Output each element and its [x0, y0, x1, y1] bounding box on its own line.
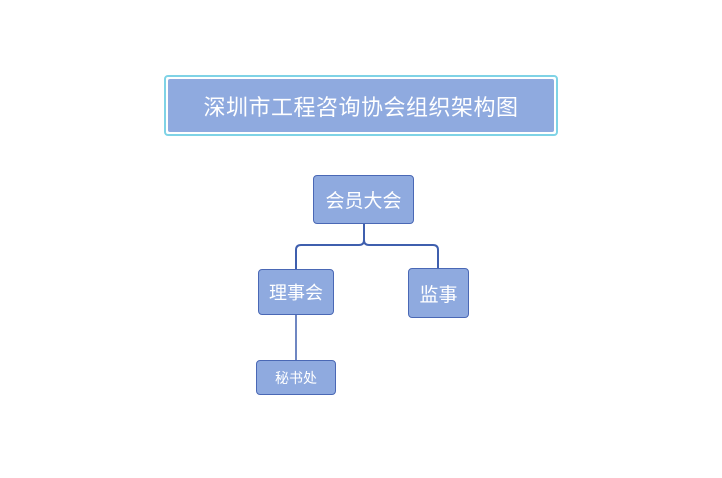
diagram-title: 深圳市工程咨询协会组织架构图	[168, 79, 554, 132]
node-council: 理事会	[258, 269, 334, 315]
connector-assembly-to-supervisor	[363, 239, 439, 268]
node-supervisor: 监事	[408, 268, 469, 318]
diagram-title-box: 深圳市工程咨询协会组织架构图	[164, 75, 558, 136]
node-secretariat: 秘书处	[256, 360, 336, 395]
node-member-assembly: 会员大会	[313, 175, 414, 224]
connector-assembly-to-council	[295, 224, 365, 269]
